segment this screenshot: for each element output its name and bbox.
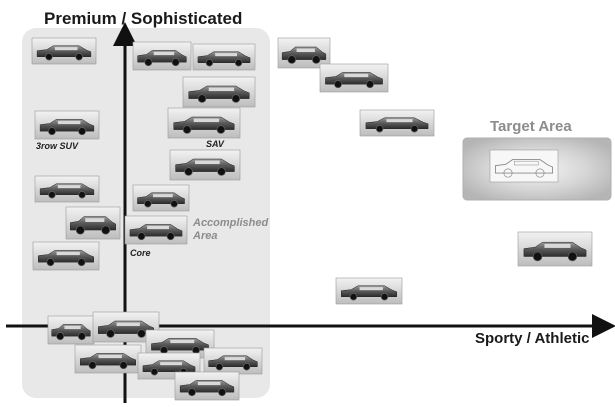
vehicle-premium-suv-top-left (31, 37, 97, 65)
vehicle-sav-mid-3 (169, 149, 241, 181)
vehicle-sav-mid-1 (182, 76, 256, 108)
accomplished-area-label: Accomplished Area (193, 217, 269, 242)
vehicle-suv-below-axis-3 (137, 352, 201, 380)
vehicle-sav-mid-2 (167, 107, 241, 139)
vehicle-target-concept-crossover (489, 149, 559, 183)
y-axis-label: Premium / Sophisticated (44, 9, 243, 28)
target-area-label: Target Area (490, 118, 572, 135)
vehicle-suv-below-axis-1 (74, 344, 142, 374)
vehicle-suv-below-axis-4 (203, 347, 263, 375)
vehicle-suv-on-axis-2 (92, 311, 160, 343)
vehicle-crossover-mid (359, 109, 435, 137)
vehicle-sav-top-2 (192, 43, 256, 71)
vehicle-compact-suv-near-axis (132, 184, 190, 212)
vehicle-thumbnails (31, 37, 593, 401)
vehicle-crossover-top-2 (319, 63, 389, 93)
vehicle-three-row-suv-4 (32, 241, 100, 271)
sav-label: SAV (206, 139, 224, 149)
vehicle-three-row-suv-2 (34, 175, 100, 203)
vehicle-crossover-top-1 (277, 37, 331, 69)
core-label: Core (130, 248, 151, 258)
three-row-suv-label: 3row SUV (36, 141, 79, 151)
vehicle-sporty-crossover-lower (335, 277, 403, 305)
vehicle-core-suv (124, 215, 188, 245)
vehicle-suv-on-axis-1 (47, 315, 95, 345)
vehicle-sav-top-1 (132, 41, 192, 71)
vehicle-suv-below-axis-5 (174, 371, 240, 401)
x-axis-label: Sporty / Athletic (475, 330, 590, 347)
vehicle-three-row-suv-3 (65, 206, 121, 240)
vehicle-three-row-suv-1 (34, 110, 100, 140)
vehicle-sporty-wagon-right (517, 231, 593, 267)
